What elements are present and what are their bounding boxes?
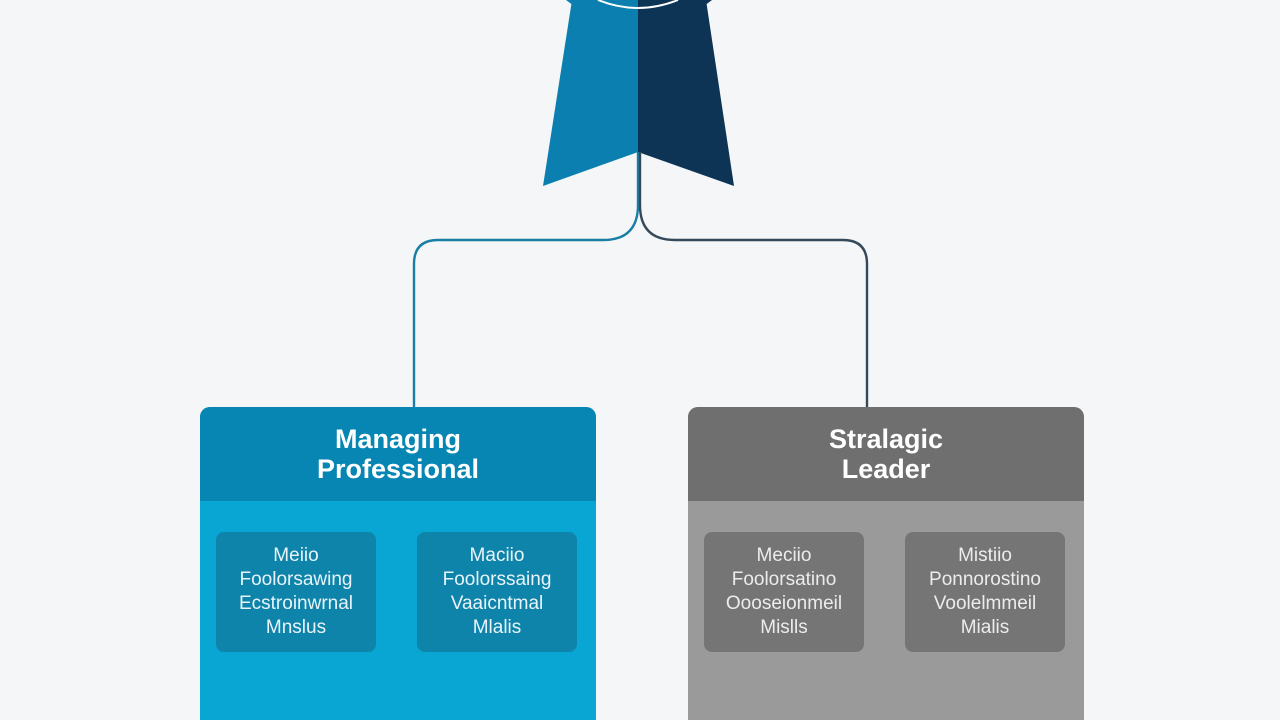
card-text-line: Voolelmmeil (933, 593, 1037, 614)
column-header: Stralagic Leader (688, 407, 1084, 501)
card-text-line: Maciio (469, 545, 525, 566)
ribbon-left-tail (543, 0, 638, 186)
medal-arc (597, 0, 679, 9)
card-text-line: Foolorssaing (442, 569, 552, 590)
column-title-line: Managing (335, 424, 461, 454)
column-managing-professional: Managing Professional Meiio Foolorsawing… (200, 407, 596, 720)
connector-right (638, 152, 869, 407)
column-strategic-leader: Stralagic Leader Meciio Foolorsatino Ooo… (688, 407, 1084, 720)
column-header: Managing Professional (200, 407, 596, 501)
card-row: Meiio Foolorsawing Ecstroinwrnal Mnslus … (216, 532, 577, 652)
award-ribbon-icon (543, 0, 734, 186)
column-title-line: Leader (841, 454, 931, 484)
column-title-line: Stralagic (828, 424, 944, 454)
card-text-line: Vaaicntmal (450, 593, 544, 614)
card-text-line: Meciio (756, 545, 812, 566)
card-text-line: Ponnorostino (929, 569, 1041, 590)
card-text-line: Mnslus (265, 617, 327, 638)
skill-card: Maciio Foolorssaing Vaaicntmal Mlalis (417, 532, 577, 652)
ribbon-notch-left (566, 0, 598, 6)
column-title-line: Professional (316, 454, 480, 484)
card-text-line: Mialis (960, 617, 1010, 638)
card-text-line: Mlalis (472, 617, 522, 638)
card-text-line: Foolorsawing (239, 569, 353, 590)
card-text-line: Oooseionmeil (725, 593, 843, 614)
skill-card: Mistiio Ponnorostino Voolelmmeil Mialis (905, 532, 1065, 652)
card-text-line: Mistiio (958, 545, 1012, 566)
skill-card: Meiio Foolorsawing Ecstroinwrnal Mnslus (216, 532, 376, 652)
skill-card: Meciio Foolorsatino Oooseionmeil Mislls (704, 532, 864, 652)
card-row: Meciio Foolorsatino Oooseionmeil Mislls … (704, 532, 1065, 652)
connector-left (412, 152, 640, 407)
card-text-line: Mislls (760, 617, 808, 638)
ribbon-right-tail (638, 0, 734, 186)
card-text-line: Meiio (273, 545, 319, 566)
card-text-line: Foolorsatino (731, 569, 837, 590)
ribbon-notch-right (680, 0, 712, 6)
card-text-line: Ecstroinwrnal (238, 593, 354, 614)
